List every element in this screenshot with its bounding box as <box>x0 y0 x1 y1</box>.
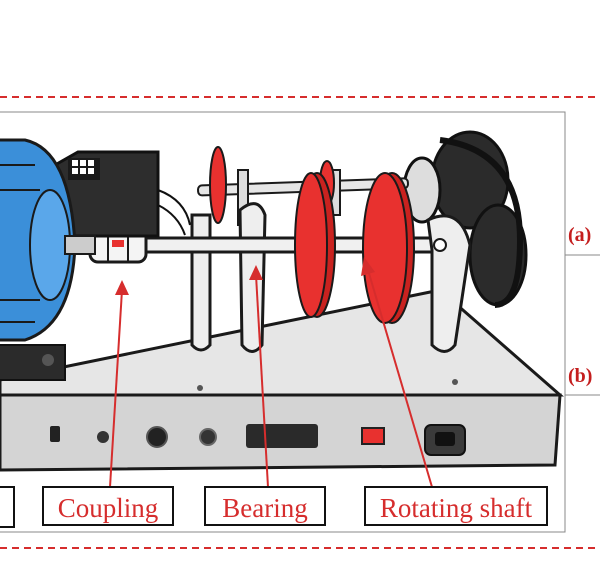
panel-tag-a: (a) <box>568 224 592 246</box>
panel-indicator-light <box>361 427 385 445</box>
panel-switch <box>50 426 60 442</box>
control-box <box>53 150 191 238</box>
rotor-disks <box>294 172 415 324</box>
electric-motor <box>0 138 96 381</box>
panel-knob-medium <box>199 428 217 446</box>
coupling-leader-line <box>109 289 123 488</box>
coupling-label: Coupling <box>42 486 174 526</box>
panel-knob-large <box>146 426 168 448</box>
panel-tag-b: (b) <box>568 365 593 387</box>
callout-leaders <box>109 257 433 488</box>
belt-drive <box>402 130 528 308</box>
cropped-label-box <box>0 486 15 528</box>
rotating-shaft-label: Rotating shaft <box>364 486 548 526</box>
rotating-shaft-leader-line <box>367 269 433 488</box>
panel-display <box>246 424 318 448</box>
bearing-leader-line <box>255 274 269 488</box>
bearing-label: Bearing <box>204 486 326 526</box>
panel-knob-small <box>97 431 109 443</box>
